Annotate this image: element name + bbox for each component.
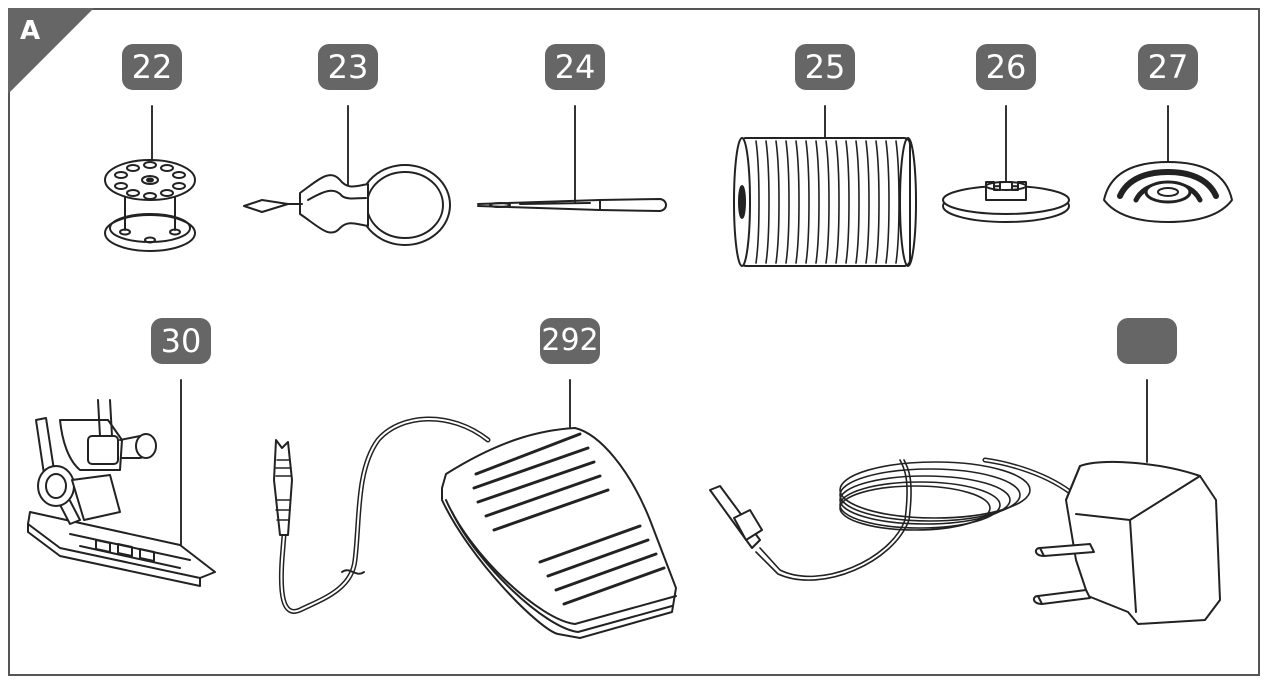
panel-letter: A — [20, 16, 41, 46]
foot-pedal-illustration — [273, 416, 677, 639]
seam-ripper-illustration — [243, 164, 451, 246]
callout-badge-24: 24 — [545, 44, 605, 90]
callout-badge-27: 27 — [1138, 44, 1198, 90]
power-adapter-illustration — [709, 457, 1221, 625]
callout-badge-adapter — [1117, 318, 1177, 364]
presser-foot-illustration — [27, 399, 216, 587]
bobbin-illustration — [104, 159, 196, 252]
callout-badge-30: 30 — [151, 318, 211, 364]
spool-cap-large-illustration — [1103, 161, 1233, 223]
spool-cap-small-illustration — [942, 181, 1070, 223]
needle-illustration — [477, 198, 667, 212]
leader-lines — [151, 105, 1169, 569]
callout-badge-23: 23 — [318, 44, 378, 90]
callout-badge-26: 26 — [976, 44, 1036, 90]
callout-badge-292: 292 — [540, 318, 600, 364]
figure-frame — [8, 8, 1260, 676]
callout-badge-25: 25 — [795, 44, 855, 90]
panel-corner-tab — [8, 8, 94, 94]
callout-badge-22: 22 — [122, 44, 182, 90]
thread-spool-illustration — [733, 137, 917, 267]
